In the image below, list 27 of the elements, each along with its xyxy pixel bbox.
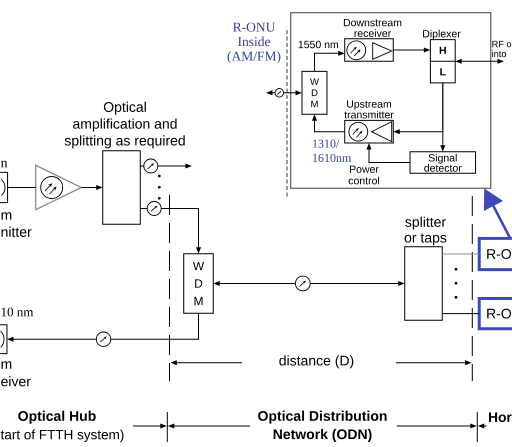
edge-label: RF o into: [492, 40, 512, 58]
edge-label: 1310/ 1610nm: [313, 140, 352, 162]
section-note: tart of FTTH system): [0, 430, 124, 442]
connector-line: [442, 313, 480, 314]
onu-box: R-O: [478, 296, 512, 330]
section-label: Optical Distribution Network (ODN): [258, 410, 387, 442]
panel-heading: R-ONU Inside (AM/FM): [228, 22, 280, 64]
box-label: n: [0, 160, 8, 168]
box-label: Upstream transmitter: [344, 100, 394, 118]
box-label: splitter or taps: [404, 216, 446, 246]
section-label: Optical Hub: [18, 410, 96, 424]
onu-box: R-O: [478, 236, 512, 272]
detector-box: Signal detector: [410, 151, 476, 174]
box-label: Diplexer: [423, 30, 461, 40]
wdm-box: W D M: [302, 70, 328, 115]
dimension-label: distance (D): [279, 355, 354, 368]
box-label: Downstream receiver: [344, 19, 402, 38]
section-label: Hor: [488, 412, 512, 422]
wdm-box: W D M: [183, 253, 214, 314]
diplexer-box: H L: [430, 39, 456, 84]
connector-line: [7, 187, 36, 188]
edge-label: Power control: [348, 166, 380, 184]
box-label: m eiver: [1, 361, 31, 386]
box-label: Optical amplification and splitting as required: [64, 102, 185, 148]
edge-label: 1550 nm: [298, 40, 338, 48]
box-label: 10 nm: [2, 308, 34, 316]
box-label: m nitter: [2, 212, 32, 237]
